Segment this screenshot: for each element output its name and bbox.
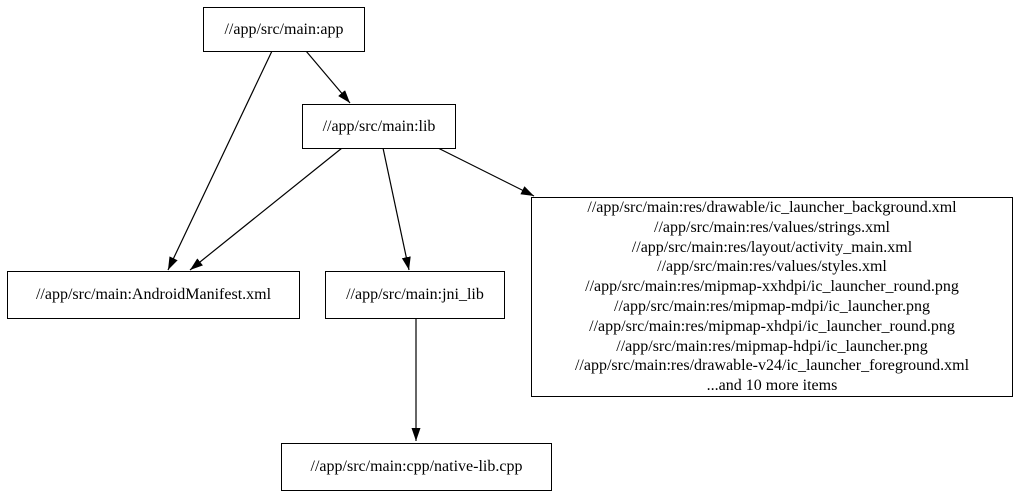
node-jni-lib: //app/src/main:jni_lib (325, 271, 505, 319)
more-items-note: ...and 10 more items (706, 377, 838, 395)
node-resources-group: //app/src/main:res/drawable/ic_launcher_… (531, 197, 1013, 397)
resource-item: //app/src/main:res/drawable/ic_launcher_… (587, 199, 957, 217)
resource-item: //app/src/main:res/mipmap-xhdpi/ic_launc… (589, 317, 955, 335)
edge-app-to-android-manifest (167, 50, 273, 271)
resource-item: //app/src/main:res/values/strings.xml (654, 218, 890, 236)
edge-app-to-lib (305, 50, 351, 104)
node-label: //app/src/main:app (224, 20, 344, 38)
node-native-lib-cpp: //app/src/main:cpp/native-lib.cpp (281, 443, 552, 491)
node-label: //app/src/main:lib (322, 117, 436, 135)
node-android-manifest: //app/src/main:AndroidManifest.xml (7, 271, 300, 319)
resource-item: //app/src/main:res/mipmap-xxhdpi/ic_laun… (585, 278, 959, 296)
node-label: //app/src/main:AndroidManifest.xml (35, 286, 272, 303)
edge-lib-to-jni-lib (382, 147, 411, 271)
resource-item: //app/src/main:res/layout/activity_main.… (631, 238, 913, 256)
resource-item: //app/src/main:res/values/styles.xml (657, 258, 887, 276)
resource-item: //app/src/main:res/mipmap-mdpi/ic_launch… (614, 298, 930, 315)
resource-item: //app/src/main:res/mipmap-hdpi/ic_launch… (616, 337, 928, 355)
node-label: //app/src/main:cpp/native-lib.cpp (310, 458, 523, 475)
node-app: //app/src/main:app (203, 7, 365, 52)
node-label: //app/src/main:jni_lib (346, 286, 484, 303)
node-lib: //app/src/main:lib (302, 104, 456, 149)
resource-item: //app/src/main:res/drawable-v24/ic_launc… (574, 357, 970, 375)
edge-lib-to-android-manifest (189, 147, 343, 271)
edge-lib-to-resources-group (437, 147, 535, 197)
